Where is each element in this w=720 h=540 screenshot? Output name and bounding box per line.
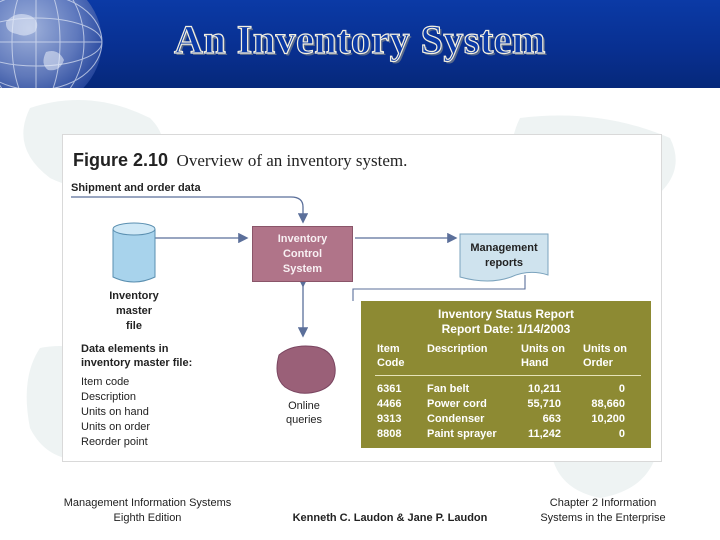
report-header-code: Item Code [377,342,405,370]
ics-line-1: Inventory [253,232,352,247]
ics-line-2: Control [253,247,352,262]
master-file-line-3: file [93,319,175,334]
queries-blob-icon [273,341,339,397]
footer-right: Chapter 2 Information Systems in the Ent… [523,496,683,526]
header-line: Hand [521,356,565,370]
slide-title: An Inventory System [0,16,720,63]
table-cell: Power cord [427,397,497,412]
inventory-control-system-box: Inventory Control System [252,226,353,282]
table-cell: 0 [575,382,625,397]
header-line: Description [427,342,488,356]
table-cell: 10,200 [575,412,625,427]
table-cell: 10,211 [511,382,561,397]
table-cell: 6361 [377,382,401,397]
footer-left-line-1: Management Information Systems [40,496,255,511]
queries-line-2: queries [271,413,337,427]
data-element-item: Reorder point [81,435,150,450]
report-title: Inventory Status Report [361,307,651,321]
report-col-description: Fan belt Power cord Condenser Paint spra… [427,382,497,442]
header-line: Units on [521,342,565,356]
table-cell: Fan belt [427,382,497,397]
header-line: Units on [583,342,627,356]
table-cell: 663 [511,412,561,427]
ics-line-3: System [253,262,352,277]
report-col-order: 0 88,660 10,200 0 [575,382,625,442]
management-reports-label: Management reports [459,241,549,271]
report-separator [375,375,641,376]
data-element-item: Description [81,390,150,405]
footer-left-line-2: Eighth Edition [40,511,255,526]
report-col-code: 6361 4466 9313 8808 [377,382,401,442]
report-header-description: Description [427,342,488,356]
footer-left: Management Information Systems Eighth Ed… [40,496,255,526]
report-header-hand: Units on Hand [521,342,565,370]
inventory-status-report: Inventory Status Report Report Date: 1/1… [361,301,651,448]
data-elements-list: Item code Description Units on hand Unit… [81,375,150,450]
reports-line-2: reports [459,256,549,271]
header-line: Code [377,356,405,370]
table-cell: 8808 [377,427,401,442]
master-file-line-2: master [93,304,175,319]
table-cell: 11,242 [511,427,561,442]
report-date: Report Date: 1/14/2003 [361,322,651,336]
report-col-hand: 10,211 55,710 663 11,242 [511,382,561,442]
table-cell: 4466 [377,397,401,412]
data-elements-heading: Data elements in inventory master file: [81,342,192,370]
slide-header: An Inventory System [0,0,720,88]
footer-center: Kenneth C. Laudon & Jane P. Laudon [270,511,510,526]
data-element-item: Units on hand [81,405,150,420]
database-cylinder-icon [111,221,157,287]
data-element-item: Units on order [81,420,150,435]
table-cell: Paint sprayer [427,427,497,442]
table-cell: 9313 [377,412,401,427]
figure-panel: Figure 2.10 Overview of an inventory sys… [62,134,662,462]
table-cell: Condenser [427,412,497,427]
header-line: Order [583,356,627,370]
table-cell: 55,710 [511,397,561,412]
table-cell: 88,660 [575,397,625,412]
footer-right-line-1: Chapter 2 Information [523,496,683,511]
data-elements-heading-line-2: inventory master file: [81,356,192,370]
online-queries-label: Online queries [271,399,337,427]
data-element-item: Item code [81,375,150,390]
table-cell: 0 [575,427,625,442]
footer-right-line-2: Systems in the Enterprise [523,511,683,526]
master-file-line-1: Inventory [93,289,175,304]
header-line: Item [377,342,405,356]
master-file-label: Inventory master file [93,289,175,334]
queries-line-1: Online [271,399,337,413]
report-header-order: Units on Order [583,342,627,370]
reports-line-1: Management [459,241,549,256]
data-elements-heading-line-1: Data elements in [81,342,192,356]
